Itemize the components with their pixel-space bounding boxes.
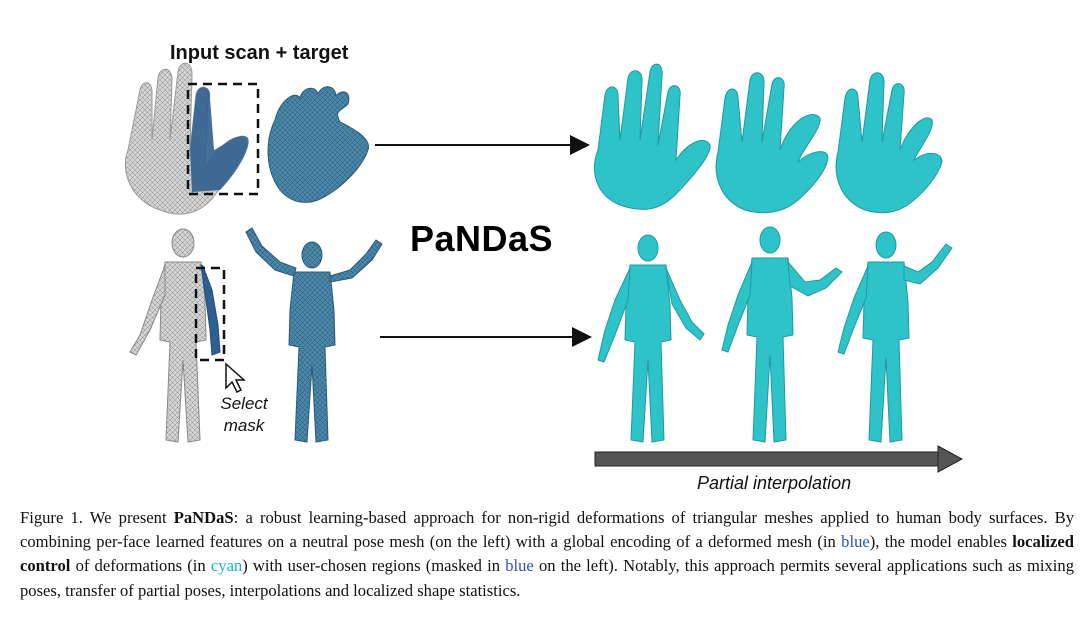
hand-target [267,86,369,203]
caption-text-4: ) with user-chosen regions (masked in [242,556,506,576]
mask-selection-box[interactable] [186,82,260,196]
figure-illustration [124,62,964,473]
caption-name: PaNDaS [173,508,234,527]
mouse-cursor-icon [225,362,246,394]
select-mask-line2: mask [223,416,265,435]
caption-text-3: of deformations (in [70,556,211,576]
interpolation-label: Partial interpolation [697,473,852,493]
body-target [245,227,383,443]
hand-scan [124,62,260,215]
caption-cyan: cyan [210,556,243,576]
caption-blue-1: blue [841,532,870,552]
figure: Input scan + target PaNDaS Select mask P… [124,42,964,493]
caption-prefix: Figure 1. We present [20,508,174,527]
select-mask-line1: Select [220,394,268,413]
caption-text-5: on the left). Notably, this approach per… [20,556,1075,600]
caption-text-1: : a robust learning-based approach for n… [20,508,1074,552]
select-mask-label: Select mask [212,393,276,437]
caption-blue-2: blue [505,556,534,576]
caption-bold-2: localized control [20,532,1074,576]
output-hands [594,63,943,214]
caption-text-2: ), the model enables [869,532,1013,552]
interpolation-arrow [594,445,964,473]
figure-heading: Input scan + target [170,42,349,64]
method-title: PaNDaS [410,218,554,259]
body-scan [129,228,226,443]
output-bodies [597,226,953,443]
figure-caption: Figure 1. We present PaNDaS: a robust le… [20,506,1074,603]
